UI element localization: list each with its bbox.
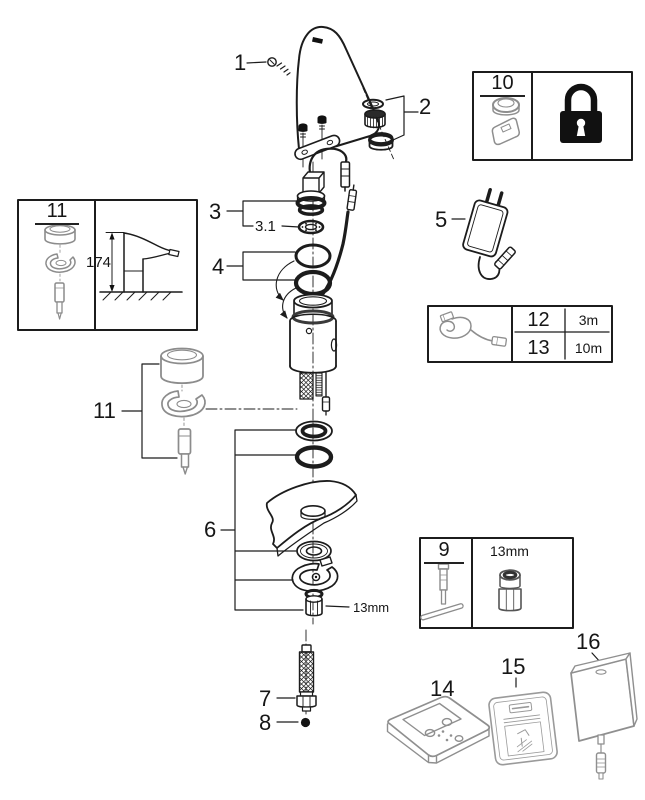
callout-11-leader <box>121 363 178 459</box>
instruction-card-drawing <box>488 677 558 766</box>
fastening-nut-drawing <box>304 588 350 617</box>
washer-drawing <box>296 540 332 562</box>
callout-7: 7 <box>259 686 272 711</box>
aerator-parts-drawing <box>362 95 419 151</box>
spout-variant-box-11 <box>17 199 198 331</box>
callout-16: 16 <box>576 629 601 654</box>
box10-number: 10 <box>480 73 525 97</box>
socket-nut-drawing <box>498 569 522 612</box>
screw-1-drawing <box>246 57 291 76</box>
callout-4-leader <box>226 251 296 281</box>
callout-3-1: 3.1 <box>255 218 276 235</box>
box9-size-13mm: 13mm <box>490 543 529 559</box>
extension-cable-drawing <box>439 311 508 347</box>
callout-14: 14 <box>430 676 455 701</box>
callout-4: 4 <box>212 254 225 279</box>
mounting-bracket-screws-drawing <box>294 115 341 168</box>
callout-3: 3 <box>209 199 222 224</box>
callout-8: 8 <box>259 710 272 735</box>
socket-wrench-drawing <box>420 563 464 621</box>
cable-row-1-length: 10m <box>574 340 603 356</box>
brand-logo-icon <box>508 702 533 714</box>
spare-part-11-drawing <box>160 347 206 475</box>
axis-centerlines <box>205 87 395 715</box>
cable-row-0-number: 12 <box>527 309 550 331</box>
label-nut-size: 13mm <box>353 600 390 615</box>
tool-box-9 <box>419 537 574 629</box>
seal-dot-icon <box>300 717 311 728</box>
callout-1: 1 <box>234 50 247 75</box>
callout-3-leader <box>226 200 300 228</box>
callout-15: 15 <box>501 654 526 679</box>
callout-6: 6 <box>204 517 217 542</box>
bearing-ring-drawing <box>297 219 325 235</box>
power-box-drawing <box>570 652 638 780</box>
sensor-window-icon <box>312 37 323 44</box>
solenoid-valve-drawing <box>295 147 351 216</box>
horseshoe-clamp-drawing <box>291 556 339 592</box>
cable-row-1-number: 13 <box>527 337 550 359</box>
power-adapter-drawing <box>451 187 516 280</box>
secured-aerator-drawing <box>491 97 520 146</box>
cable-row-0-length: 3m <box>578 312 599 328</box>
mounting-deck-drawing <box>265 480 358 557</box>
cable-table-box <box>427 305 613 363</box>
faucet-spout-drawing <box>295 25 380 151</box>
box9-number: 9 <box>424 540 464 564</box>
supply-hose-drawing <box>276 644 317 728</box>
padlock-icon <box>560 83 602 143</box>
callout-2: 2 <box>419 94 432 119</box>
label-spout-height-174: 174 <box>86 254 112 271</box>
nut-size-leader <box>325 605 350 608</box>
callout-5: 5 <box>435 207 448 232</box>
info-box-10 <box>472 71 633 161</box>
callout-6-leader <box>220 429 304 611</box>
remote-control-drawing <box>386 695 491 764</box>
cap-clip-pin-drawing <box>44 224 76 320</box>
callout-2-leader <box>385 95 419 141</box>
callout-11: 11 <box>93 398 116 423</box>
spout-height-drawing <box>99 232 183 301</box>
hose-tails-drawing <box>299 372 331 416</box>
valve-body-drawing <box>289 184 358 374</box>
box11-number: 11 <box>35 201 79 225</box>
base-seal-rings-drawing <box>294 420 334 469</box>
